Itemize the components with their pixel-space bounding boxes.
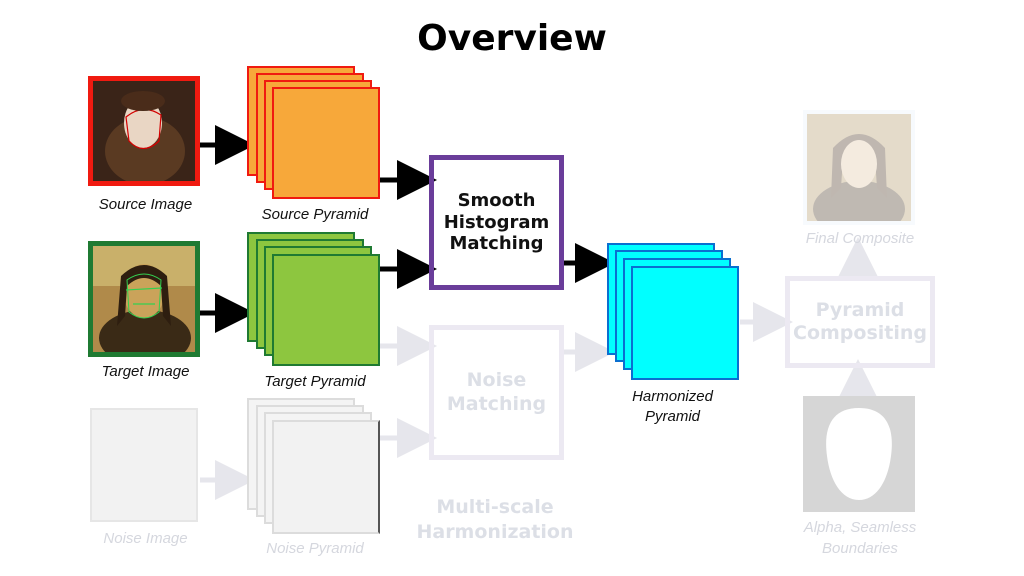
noise-image-caption: Noise Image xyxy=(103,530,188,547)
target-image xyxy=(88,241,200,357)
smooth-histogram-matching-box: Smooth Histogram Matching xyxy=(429,155,564,290)
final-composite-image xyxy=(803,110,915,225)
slide-title: Overview xyxy=(417,18,607,59)
alpha-caption: Alpha, Seamless Boundaries xyxy=(803,519,917,557)
alpha-mask-image xyxy=(803,396,915,512)
source-portrait-icon xyxy=(93,81,195,181)
harmonized-pyramid-caption: Harmonized Pyramid xyxy=(632,388,713,426)
multiscale-harmonization-label: Multi-scale Harmonization xyxy=(416,496,574,543)
target-portrait-icon xyxy=(93,246,195,352)
source-image xyxy=(88,76,200,186)
source-pyramid-caption: Source Pyramid xyxy=(261,206,369,223)
source-image-caption: Source Image xyxy=(98,196,193,213)
noise-matching-box: Noise Matching xyxy=(429,325,564,460)
target-image-caption: Target Image xyxy=(101,363,190,380)
final-composite-caption: Final Composite xyxy=(805,230,915,247)
target-pyramid-caption: Target Pyramid xyxy=(264,373,366,390)
noise-pyramid-caption: Noise Pyramid xyxy=(266,540,364,557)
pyramid-compositing-box: Pyramid Compositing xyxy=(785,276,935,368)
alpha-mask-shape xyxy=(826,408,892,500)
composite-portrait-icon xyxy=(807,114,911,221)
noise-image xyxy=(90,408,198,522)
